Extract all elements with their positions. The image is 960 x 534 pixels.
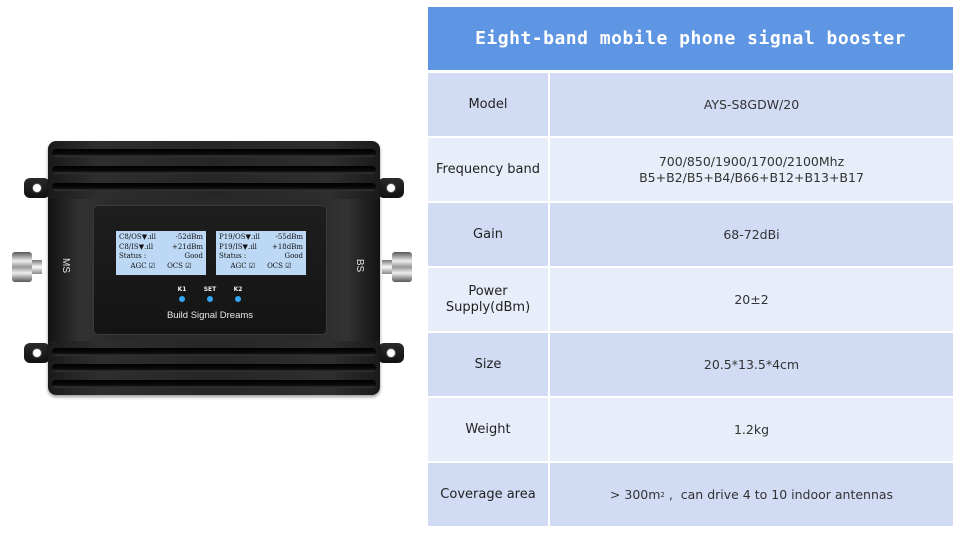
device-body: MS BS C8/OS▼.ıll -52dBm C8/IS▼.ıll +21dBm … — [48, 141, 380, 395]
heatsink-fin — [52, 364, 376, 372]
superscript: 2 — [660, 490, 665, 499]
spec-value: 68-72dBi — [550, 203, 953, 266]
ms-port-label: MS — [60, 258, 71, 273]
spec-value: AYS-S8GDW/20 — [550, 73, 953, 136]
spec-label: Weight — [428, 398, 548, 461]
spec-row-size: Size 20.5*13.5*4cm — [428, 333, 953, 396]
lcd-label: Status : — [119, 252, 147, 260]
spec-table: Eight-band mobile phone signal booster M… — [428, 7, 953, 528]
spec-value: 1.2kg — [550, 398, 953, 461]
lcd-label: P19/OS▼.ıll — [219, 233, 260, 241]
lcd-value: -52dBm — [175, 233, 203, 241]
spec-label: Frequency band — [428, 138, 548, 201]
mounting-tab — [378, 178, 404, 198]
k2-button: K2 — [231, 286, 245, 302]
spec-label: Size — [428, 333, 548, 396]
button-label: K1 — [177, 286, 187, 293]
button-label: SET — [203, 286, 217, 293]
spec-row-frequency-band: Frequency band 700/850/1900/1700/2100Mhz… — [428, 138, 953, 201]
lcd-label: C8/IS▼.ıll — [119, 242, 154, 251]
led-icon — [179, 296, 185, 302]
spec-value-line: 700/850/1900/1700/2100Mhz — [658, 153, 845, 169]
ocs-indicator: OCS ☑ — [267, 261, 292, 270]
spec-value: 20.5*13.5*4cm — [550, 333, 953, 396]
heatsink-fin — [52, 348, 376, 356]
spec-row-gain: Gain 68-72dBi — [428, 203, 953, 266]
button-label: K2 — [233, 286, 243, 293]
spec-value-line: B5+B2/B5+B4/B66+B12+B13+B17 — [639, 169, 864, 185]
heatsink-fin — [52, 149, 376, 157]
device-buttons: K1 SET K2 — [94, 286, 326, 302]
spec-label-line: Power — [468, 283, 508, 299]
led-icon — [235, 296, 241, 302]
heatsink-fin — [52, 183, 376, 191]
spec-value: 20±2 — [550, 268, 953, 331]
lcd-screen-right: P19/OS▼.ıll -55dBm P19/IS▼.ıll +18dBm Stat… — [216, 231, 306, 275]
bs-connector-icon — [380, 252, 414, 282]
lcd-label: Status : — [219, 252, 247, 260]
bs-port-label: BS — [353, 258, 365, 273]
lcd-screen-left: C8/OS▼.ıll -52dBm C8/IS▼.ıll +21dBm Status… — [116, 231, 206, 275]
spec-row-weight: Weight 1.2kg — [428, 398, 953, 461]
spec-label: Model — [428, 73, 548, 136]
set-button: SET — [203, 286, 217, 302]
front-panel: C8/OS▼.ıll -52dBm C8/IS▼.ıll +21dBm Status… — [93, 205, 327, 335]
mounting-tab — [24, 178, 50, 198]
lcd-label: C8/OS▼.ıll — [119, 233, 157, 241]
k1-button: K1 — [175, 286, 189, 302]
spec-label: Gain — [428, 203, 548, 266]
lcd-value: -55dBm — [275, 233, 303, 241]
lcd-value: Good — [284, 252, 303, 260]
lcd-value: Good — [184, 252, 203, 260]
coverage-area-value: > 300m — [609, 486, 661, 502]
lcd-value: +21dBm — [171, 242, 203, 251]
agc-indicator: AGC ☑ — [130, 261, 156, 270]
lcd-label: P19/IS▼.ıll — [219, 242, 257, 251]
spec-label-line: Supply(dBm) — [445, 299, 531, 315]
signal-booster-image: MS BS C8/OS▼.ıll -52dBm C8/IS▼.ıll +21dBm … — [0, 0, 428, 534]
mounting-tab — [24, 343, 50, 363]
spec-table-title: Eight-band mobile phone signal booster — [428, 7, 953, 70]
ms-connector-icon — [12, 252, 48, 282]
device-slogan: Build Signal Dreams — [166, 310, 254, 321]
mounting-tab — [378, 343, 404, 363]
lcd-value: +18dBm — [271, 242, 303, 251]
led-icon — [207, 296, 213, 302]
coverage-area-note: , can drive 4 to 10 indoor antennas — [664, 486, 894, 502]
spec-label: Coverage area — [428, 463, 548, 526]
heatsink-fin — [52, 380, 376, 388]
heatsink-fin — [52, 166, 376, 174]
agc-indicator: AGC ☑ — [230, 261, 256, 270]
ocs-indicator: OCS ☑ — [167, 261, 192, 270]
spec-row-model: Model AYS-S8GDW/20 — [428, 73, 953, 136]
